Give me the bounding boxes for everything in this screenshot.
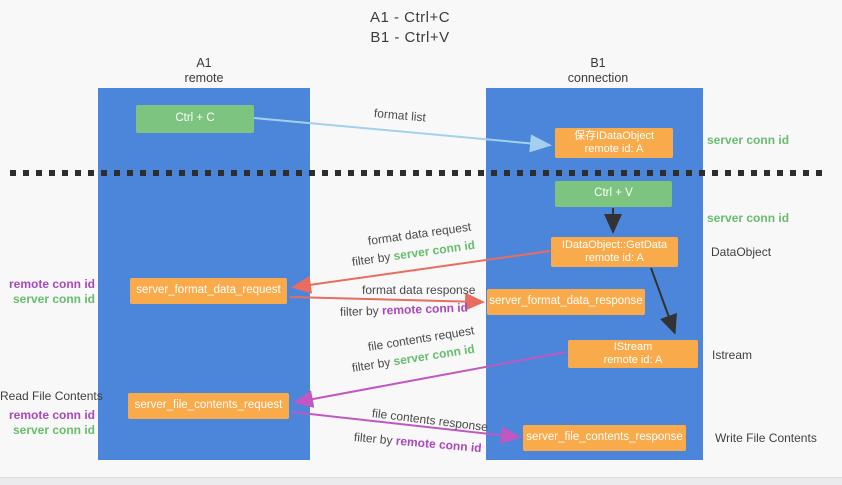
remote-conn-id-text: remote conn id	[381, 300, 469, 318]
save-idataobject-box: 保存IDataObject remote id: A	[555, 128, 673, 158]
lifeline-a1-role: remote	[184, 71, 224, 85]
format-data-response-filter-label: filter by remote conn id	[340, 301, 468, 319]
save-idataobject-remote-id: remote id: A	[584, 143, 644, 155]
istream-side-label: Istream	[712, 348, 753, 362]
lifeline-a1-name: A1	[196, 56, 212, 70]
ctrl-c-box: Ctrl + C	[136, 105, 254, 133]
istream-title: IStream	[613, 340, 653, 353]
server-file-contents-response-box: server_file_contents_response	[523, 425, 686, 451]
left-conn-id-labels-format: remote conn id server conn id	[0, 277, 95, 307]
save-idataobject-title: 保存IDataObject	[573, 129, 655, 142]
server-format-data-response-label: server_format_data_response	[489, 295, 643, 308]
file-contents-response-label: file contents response	[371, 406, 489, 435]
server-file-contents-request-box: server_file_contents_request	[128, 393, 289, 419]
remote-conn-id-label: remote conn id	[8, 277, 95, 291]
istream-remote-id: remote id: A	[603, 354, 663, 366]
ctrl-c-label: Ctrl + C	[175, 112, 215, 125]
filter-by-text: filter by	[351, 249, 395, 269]
dataobject-label: DataObject	[711, 245, 772, 259]
server-format-data-request-label: server_format_data_request	[136, 284, 281, 297]
server-conn-id-label: server conn id	[12, 423, 95, 437]
server-conn-id-label-mid: server conn id	[707, 211, 790, 225]
idataobject-getdata-box: IDataObject::GetData remote id: A	[551, 237, 678, 267]
format-list-label: format list	[373, 106, 427, 125]
left-conn-id-labels-file: remote conn id server conn id	[0, 408, 95, 438]
title-line-a1: A1 - Ctrl+C	[369, 9, 451, 26]
read-file-contents-label: Read File Contents	[0, 389, 103, 403]
file-contents-response-filter-label: filter by remote conn id	[353, 430, 482, 455]
write-file-contents-label: Write File Contents	[715, 431, 817, 445]
diagram-title: A1 - Ctrl+C B1 - Ctrl+V	[330, 8, 490, 48]
filter-by-text: filter by	[353, 430, 397, 448]
filter-by-text: filter by	[339, 303, 383, 319]
server-conn-id-label-top: server conn id	[707, 133, 790, 147]
title-line-b1: B1 - Ctrl+V	[370, 29, 450, 46]
server-conn-id-label: server conn id	[12, 292, 95, 306]
lifeline-b1-role: connection	[567, 71, 629, 85]
remote-conn-id-label: remote conn id	[8, 408, 95, 422]
bottom-edge-bar	[0, 477, 842, 485]
server-file-contents-response-label: server_file_contents_response	[526, 431, 683, 444]
lifeline-header-a1: A1 remote	[149, 56, 259, 86]
ctrl-v-box: Ctrl + V	[555, 181, 672, 207]
getdata-remote-id: remote id: A	[585, 252, 644, 264]
ctrl-v-label: Ctrl + V	[594, 187, 633, 200]
lifeline-b1-name: B1	[590, 56, 606, 70]
server-format-data-response-box: server_format_data_response	[487, 289, 645, 315]
getdata-title: IDataObject::GetData	[561, 238, 668, 251]
istream-box: IStream remote id: A	[568, 340, 698, 368]
filter-by-text: filter by	[350, 354, 395, 375]
server-format-data-request-box: server_format_data_request	[130, 278, 287, 304]
format-data-response-label: format data response	[362, 283, 476, 297]
lifeline-header-b1: B1 connection	[543, 56, 653, 86]
remote-conn-id-text: remote conn id	[395, 433, 483, 456]
server-file-contents-request-label: server_file_contents_request	[134, 399, 283, 412]
